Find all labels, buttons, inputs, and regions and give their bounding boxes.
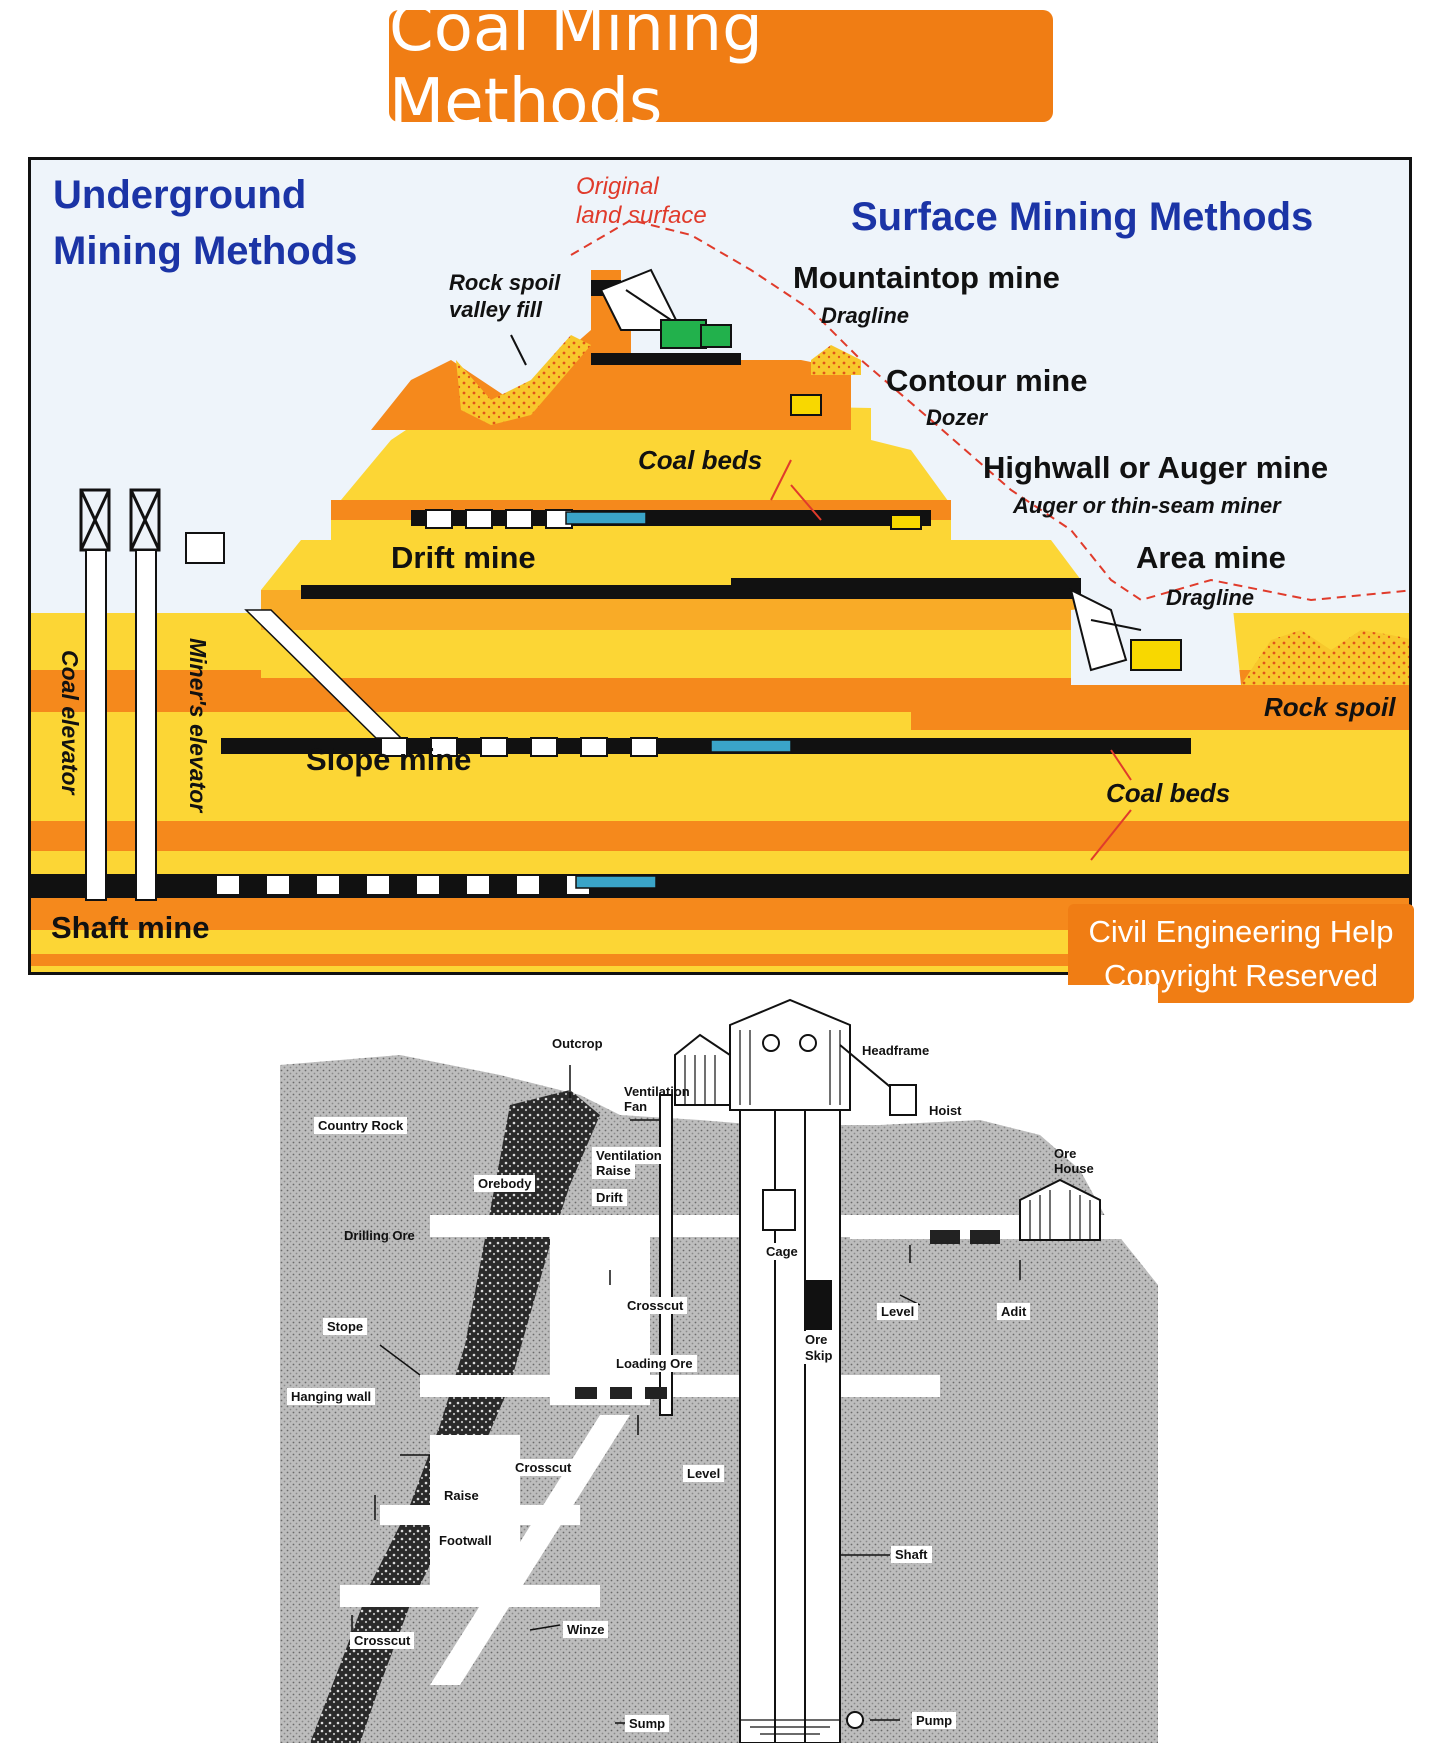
crosscut-middle-label: Crosscut: [511, 1459, 576, 1476]
raise-label: Raise: [440, 1487, 483, 1504]
ore-skip-label-line1: Ore: [801, 1331, 832, 1348]
watermark-line1: Civil Engineering Help: [1088, 913, 1394, 949]
rock-spoil-valley-fill-line2: valley fill: [449, 297, 542, 322]
drift-label: Drift: [592, 1189, 627, 1206]
hoist-label: Hoist: [925, 1102, 966, 1119]
rock-spoil-label: Rock spoil: [1264, 692, 1396, 722]
pump-label: Pump: [912, 1712, 957, 1729]
highwall-equipment-label: Auger or thin-seam miner: [1013, 493, 1281, 518]
orebody-label: Orebody: [474, 1175, 536, 1192]
original-land-surface-line2: land surface: [576, 202, 707, 229]
original-land-surface-line1: Original: [576, 173, 659, 200]
outcrop-label: Outcrop: [552, 1036, 603, 1051]
country-rock-label: Country Rock: [314, 1117, 408, 1134]
surface-heading: Surface Mining Methods: [851, 195, 1314, 239]
contour-mine-label: Contour mine: [886, 363, 1088, 398]
ore-house-label-line1: Ore: [1054, 1146, 1077, 1161]
underground-mine-diagram: Outcrop Headframe Ventilation Fan Hoist …: [280, 985, 1158, 1743]
coal-beds-lower-label: Coal beds: [1106, 778, 1231, 808]
loading-ore-label: Loading Ore: [612, 1355, 697, 1372]
ore-skip-label-line2: Skip: [801, 1347, 837, 1364]
level-middle-label: Level: [683, 1465, 725, 1482]
ore-house-label-line2: House: [1054, 1161, 1094, 1176]
sump-label: Sump: [625, 1715, 670, 1732]
coal-mining-diagram: Underground Mining Methods Surface Minin…: [28, 157, 1412, 975]
footwall-label: Footwall: [435, 1532, 496, 1549]
headframe-label: Headframe: [862, 1043, 930, 1058]
slope-mine-label: Slope mine: [306, 742, 472, 777]
area-equipment-label: Dragline: [1166, 585, 1255, 610]
cage-label: Cage: [762, 1243, 802, 1260]
drilling-ore-label: Drilling Ore: [344, 1228, 415, 1243]
winze-label: Winze: [563, 1621, 609, 1638]
adit-label: Adit: [997, 1303, 1031, 1320]
ventilation-raise-label-line2: Raise: [592, 1162, 635, 1179]
shaft-label: Shaft: [891, 1546, 932, 1563]
ventilation-fan-label-line1: Ventilation: [624, 1084, 690, 1099]
mine-section-illustration: [280, 985, 1158, 1743]
coal-beds-upper-label: Coal beds: [638, 445, 763, 475]
rock-spoil-valley-fill-line1: Rock spoil: [449, 270, 561, 295]
crosscut-lower-label: Crosscut: [350, 1632, 415, 1649]
shaft-mine-label: Shaft mine: [51, 910, 210, 945]
hanging-wall-label: Hanging wall: [287, 1388, 376, 1405]
contour-equipment-label: Dozer: [926, 405, 988, 430]
coal-elevator-label: Coal elevator: [57, 650, 83, 795]
highwall-mine-label: Highwall or Auger mine: [983, 450, 1329, 485]
underground-heading-line1: Underground: [53, 173, 307, 217]
mountaintop-mine-label: Mountaintop mine: [793, 260, 1060, 295]
ventilation-fan-label-line2: Fan: [624, 1099, 648, 1114]
crosscut-upper-label: Crosscut: [623, 1297, 688, 1314]
mining-cross-section: [31, 218, 1409, 972]
mountaintop-equipment-label: Dragline: [821, 303, 910, 328]
area-mine-label: Area mine: [1136, 540, 1286, 575]
ventilation-raise-label-line1: Ventilation: [592, 1147, 666, 1164]
drift-mine-label: Drift mine: [391, 540, 536, 575]
stope-label: Stope: [323, 1318, 368, 1335]
miners-elevator-label: Miner's elevator: [185, 638, 211, 813]
level-right-label: Level: [877, 1303, 919, 1320]
underground-heading-line2: Mining Methods: [53, 229, 358, 273]
page-title: Coal Mining Methods: [389, 0, 1053, 140]
